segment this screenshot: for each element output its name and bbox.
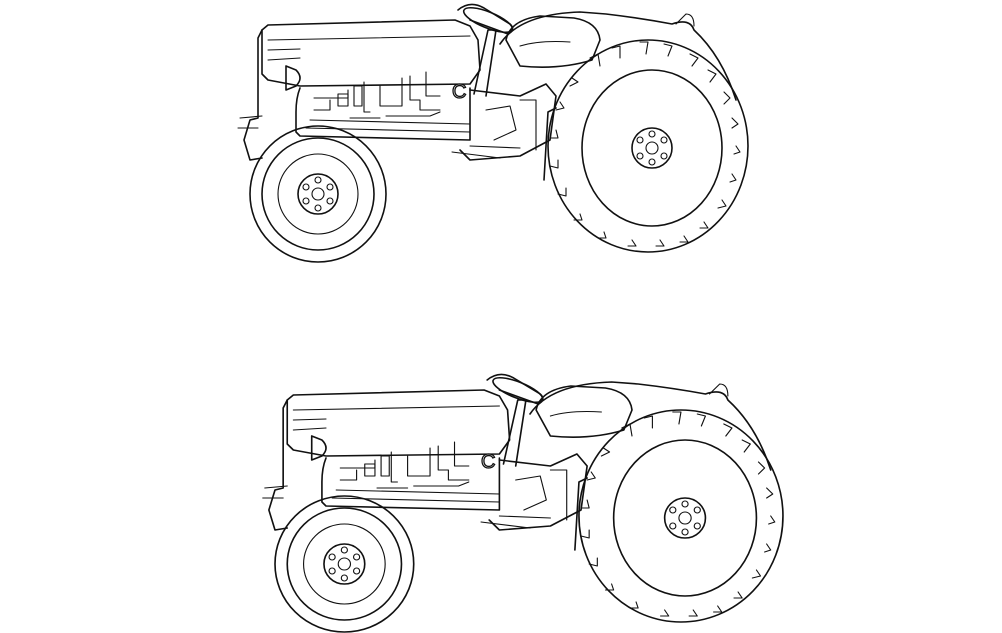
tractor-drawing-bottom: C bbox=[261, 372, 784, 633]
tractor-bottom-badge: C bbox=[481, 451, 495, 473]
tractor-top-badge: C bbox=[452, 81, 466, 103]
tractor-drawing-top: C bbox=[237, 2, 749, 263]
